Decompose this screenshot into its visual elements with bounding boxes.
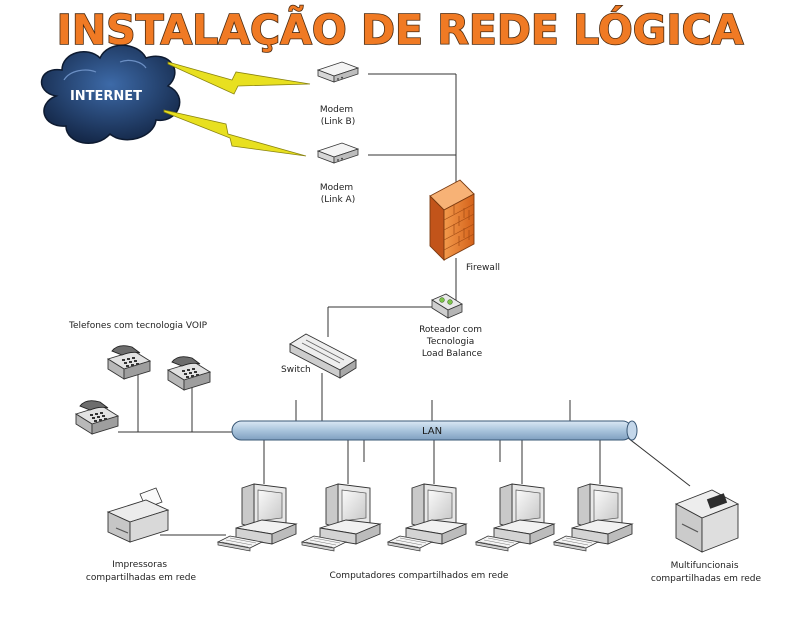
voip-phone-icon xyxy=(107,345,151,380)
page-title: INSTALAÇÃO DE REDE LÓGICA xyxy=(57,5,744,54)
switch-label: Switch xyxy=(281,365,311,375)
wires xyxy=(118,73,691,536)
multifunction-printer-icon xyxy=(674,489,740,553)
computer-icon xyxy=(217,483,297,552)
modem-link-a-icon xyxy=(317,142,359,164)
router-label: Roteador com Tecnologia Load Balance xyxy=(419,325,485,359)
computer-icon xyxy=(553,483,633,552)
multifunction-label: Multifuncionais compartilhadas em rede xyxy=(651,561,762,584)
firewall-label: Firewall xyxy=(466,263,500,273)
modem-link-b-label: Modem (Link B) xyxy=(320,105,356,127)
internet-label: INTERNET xyxy=(70,89,142,104)
switch-icon xyxy=(289,333,357,379)
modem-link-a-label: Modem (Link A) xyxy=(320,183,356,205)
voip-phone-icon xyxy=(75,400,119,435)
internet-cloud-icon xyxy=(40,44,181,144)
printers-label: Impressoras compartilhadas em rede xyxy=(86,560,197,583)
computers-label: Computadores compartilhados em rede xyxy=(330,571,509,581)
computer-icon xyxy=(475,483,555,552)
voip-phones-label: Telefones com tecnologia VOIP xyxy=(68,321,208,331)
computer-icon xyxy=(301,483,381,552)
lan-label: LAN xyxy=(422,426,442,437)
lan-bus xyxy=(231,420,638,441)
computer-icon xyxy=(387,483,467,552)
lightning-bolt-icon xyxy=(163,61,311,157)
modem-link-b-icon xyxy=(317,61,359,83)
router-icon xyxy=(431,293,463,319)
firewall-icon xyxy=(429,179,475,262)
voip-phone-icon xyxy=(167,356,211,391)
printer-icon xyxy=(106,487,170,543)
